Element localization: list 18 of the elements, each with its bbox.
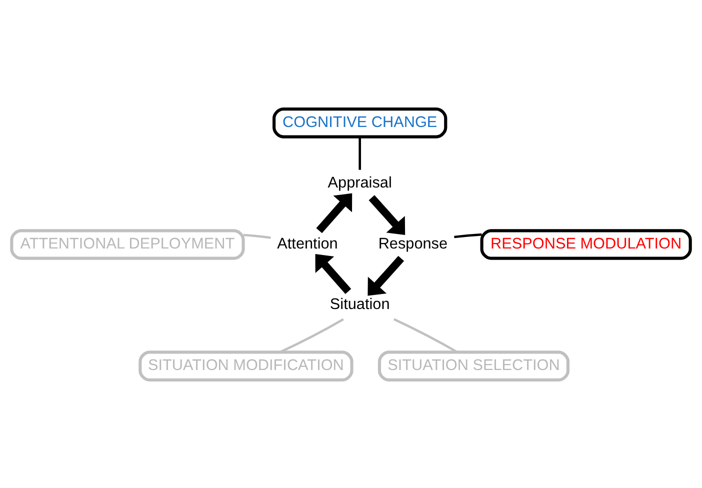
node-text: Situation: [330, 296, 390, 313]
arrow: [315, 254, 352, 294]
node-text: Attention: [277, 234, 338, 252]
node-text: Appraisal: [328, 174, 392, 192]
connector: [393, 318, 458, 353]
node-box: ATTENTIONAL DEPLOYMENT: [10, 228, 245, 260]
node-box: COGNITIVE CHANGE: [272, 107, 448, 138]
node-box: SITUATION MODIFICATION: [138, 350, 354, 381]
connector: [358, 136, 361, 170]
node-text: Response: [378, 234, 448, 252]
connector: [454, 232, 482, 238]
arrow: [368, 194, 406, 234]
connector: [243, 233, 271, 238]
connector: [279, 318, 344, 353]
arrow: [368, 255, 404, 296]
arrow: [316, 192, 352, 233]
node-box: SITUATION SELECTION: [378, 350, 570, 381]
node-box: RESPONSE MODULATION: [480, 228, 692, 260]
